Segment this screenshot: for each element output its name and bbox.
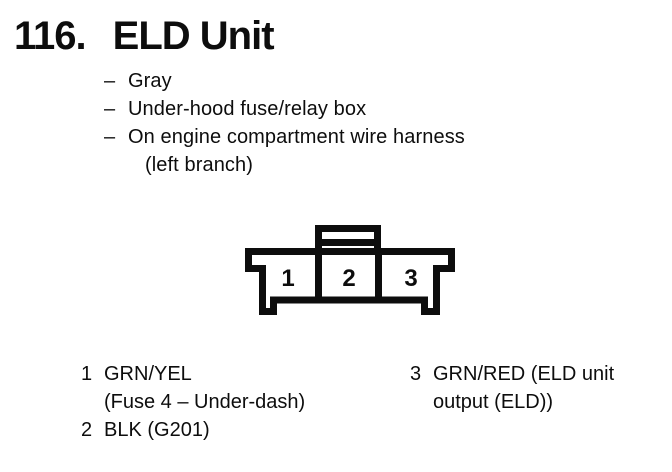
- item-number: 116.: [14, 14, 87, 58]
- dash-marker: –: [104, 70, 116, 92]
- note-location: – Under-hood fuse/relay box: [104, 95, 465, 123]
- note-color: – Gray: [104, 67, 465, 95]
- pin-numbers: 1 2 3: [281, 265, 417, 292]
- legend-pin-2-text: BLK (G201): [104, 416, 210, 444]
- dash-marker: –: [104, 126, 116, 148]
- connector-outline: [245, 225, 455, 315]
- note-text: Under-hood fuse/relay box: [128, 98, 367, 120]
- pin-1-number: 1: [281, 265, 294, 292]
- note-text: On engine compartment wire harness: [128, 126, 465, 148]
- pin-2-number: 2: [342, 265, 355, 292]
- legend-pin-3-text: GRN/RED (ELD unit output (ELD)): [433, 360, 614, 416]
- connector-diagram: 1 2 3: [238, 219, 474, 321]
- connector-body-outline: [245, 225, 455, 315]
- legend-pin-3-number: 3: [410, 363, 422, 385]
- dash-marker: –: [104, 98, 116, 120]
- legend-pin-1-number: 1: [81, 363, 93, 385]
- note-harness: – On engine compartment wire harness: [104, 123, 465, 151]
- connector-drawing-svg: 1 2 3: [245, 225, 455, 315]
- legend-pin-2-number: 2: [81, 419, 93, 441]
- legend-pin-1: 1 GRN/YEL (Fuse 4 – Under-dash): [81, 360, 305, 416]
- page-title: 116. ELD Unit: [14, 14, 275, 58]
- legend-left-column: 1 GRN/YEL (Fuse 4 – Under-dash) 2 BLK (G…: [81, 360, 305, 444]
- wire-color: BLK (G201): [104, 419, 210, 441]
- pin-3-number: 3: [404, 265, 417, 292]
- connector-notes: – Gray – Under-hood fuse/relay box – On …: [104, 67, 465, 179]
- legend-pin-3: 3 GRN/RED (ELD unit output (ELD)): [410, 360, 614, 416]
- wire-detail: (Fuse 4 – Under-dash): [104, 391, 306, 413]
- legend-right-column: 3 GRN/RED (ELD unit output (ELD)): [410, 360, 614, 416]
- note-text: Gray: [128, 70, 172, 92]
- wire-color: GRN/YEL: [104, 363, 192, 385]
- wire-color: GRN/RED (ELD unit: [433, 363, 615, 385]
- wire-detail: output (ELD)): [433, 391, 554, 413]
- item-title: ELD Unit: [112, 14, 275, 58]
- legend-pin-2: 2 BLK (G201): [81, 416, 305, 444]
- note-harness-continuation: (left branch): [145, 154, 254, 176]
- legend-pin-1-text: GRN/YEL (Fuse 4 – Under-dash): [104, 360, 305, 416]
